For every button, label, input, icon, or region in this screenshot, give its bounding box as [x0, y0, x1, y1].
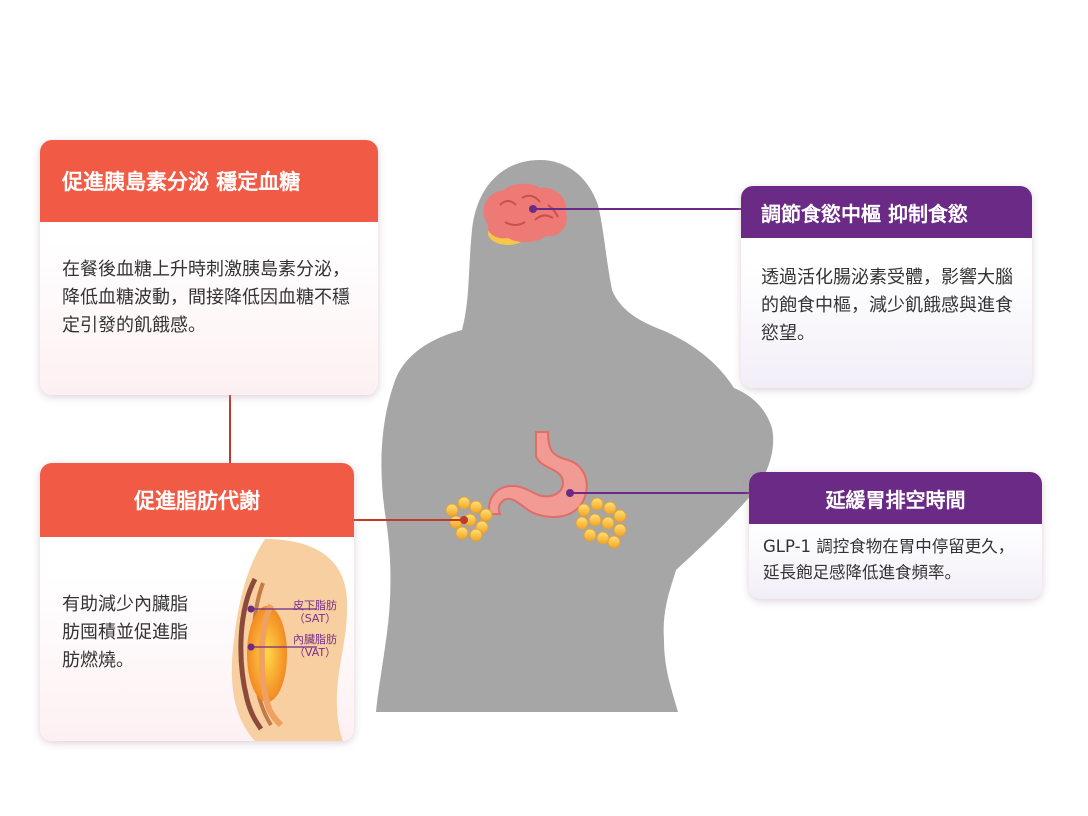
appetite-card-title: 調節食慾中樞 抑制食慾: [741, 186, 1032, 238]
fat-card-body: 有助減少內臟脂肪囤積並促進脂肪燃燒。: [62, 594, 188, 671]
fat-cells-icon: [575, 497, 627, 549]
sat-label-text: 皮下脂肪: [293, 599, 337, 612]
fat-layers-illustration: [231, 539, 348, 741]
insulin-card-title: 促進胰島素分泌 穩定血糖: [40, 140, 378, 222]
fat-card: 促進脂肪代謝 有助減少內臟脂肪囤積並促進脂肪燃燒。 皮下脂肪 （SAT） 內臟脂…: [40, 463, 354, 741]
insulin-card-body: 在餐後血糖上升時刺激胰島素分泌，降低血糖波動，間接降低因血糖不穩定引發的飢餓感。: [62, 259, 350, 336]
vat-label-text: 內臟脂肪: [293, 633, 337, 646]
vat-label: 內臟脂肪 （VAT）: [275, 633, 354, 659]
human-silhouette: [376, 160, 774, 712]
vat-abbr: （VAT）: [293, 646, 337, 659]
appetite-card: 調節食慾中樞 抑制食慾 透過活化腸泌素受體，影響大腦的飽食中樞，減少飢餓感與進食…: [741, 186, 1032, 388]
fat-card-title: 促進脂肪代謝: [40, 463, 354, 537]
gastric-card-title: 延緩胃排空時間: [749, 472, 1042, 524]
gastric-card: 延緩胃排空時間 GLP-1 調控食物在胃中停留更久，延長飽足感降低進食頻率。: [749, 472, 1042, 599]
fat-cells-icon: [445, 496, 493, 542]
brain-icon: [483, 183, 567, 245]
sat-label: 皮下脂肪 （SAT）: [275, 599, 354, 625]
gastric-card-body: GLP-1 調控食物在胃中停留更久，延長飽足感降低進食頻率。: [763, 537, 1015, 582]
appetite-card-body: 透過活化腸泌素受體，影響大腦的飽食中樞，減少飢餓感與進食慾望。: [761, 267, 1013, 344]
insulin-card: 促進胰島素分泌 穩定血糖 在餐後血糖上升時刺激胰島素分泌，降低血糖波動，間接降低…: [40, 140, 378, 395]
sat-abbr: （SAT）: [293, 612, 337, 625]
